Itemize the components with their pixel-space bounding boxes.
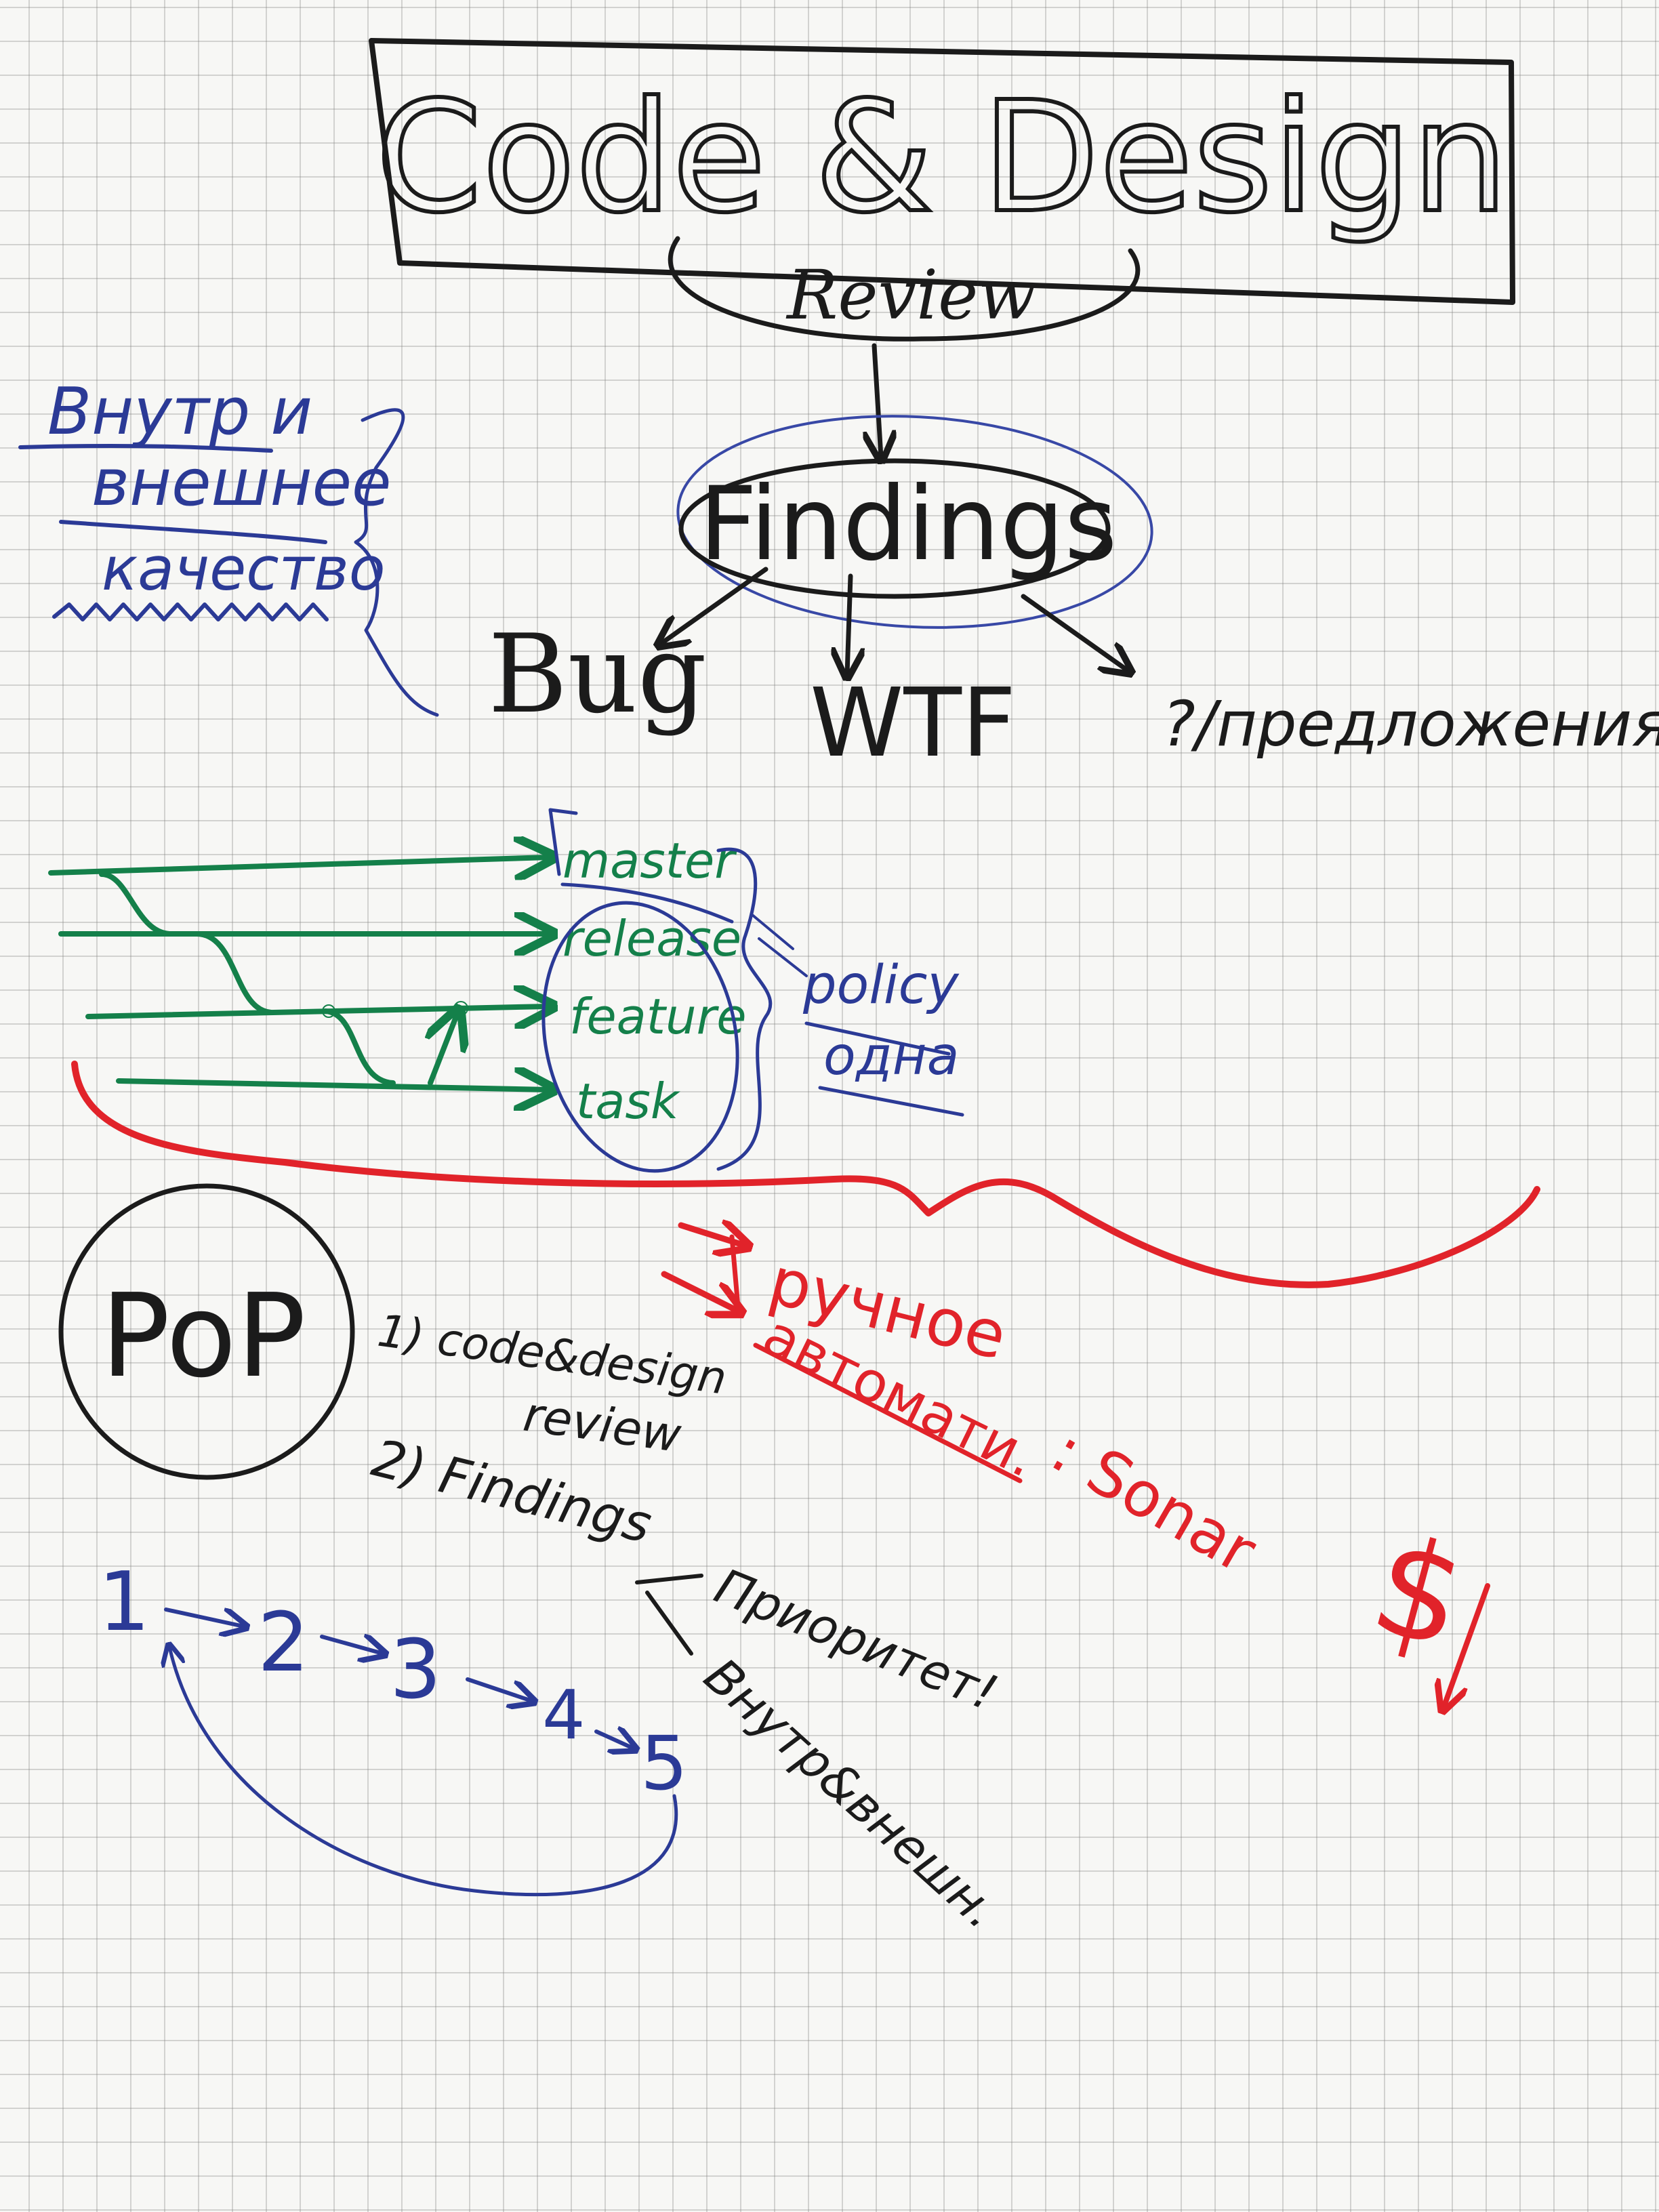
category-bug: Bug <box>488 611 707 737</box>
policy-connector <box>751 914 808 977</box>
side-note-line-2: внешнее <box>91 446 391 520</box>
arrow-to-proposals <box>1021 594 1128 671</box>
policy-note: policy одна <box>802 955 960 1087</box>
branch-merge-dot-2 <box>322 1004 335 1018</box>
arrow-to-wtf <box>847 573 851 674</box>
category-proposals: ?/предложения <box>1162 688 1659 760</box>
arrow-auto <box>661 1271 739 1311</box>
auto-underline <box>753 1343 1023 1483</box>
master-underline <box>560 882 734 924</box>
branch-connector-2 <box>194 931 274 1015</box>
arrow-review-to-findings <box>874 343 881 457</box>
side-note-quality: Внутр и внешнее качество <box>47 375 391 604</box>
branch-merge-dot <box>453 1001 468 1016</box>
side-note-line-3: качество <box>102 534 386 604</box>
title-box <box>369 38 1515 305</box>
policy-underline-1 <box>804 1021 951 1056</box>
sequence-step-2: 2 <box>258 1596 309 1690</box>
pop-sub-connector-2 <box>645 1591 693 1656</box>
category-wtf: WTF <box>810 668 1016 779</box>
branch-line-task <box>116 1081 549 1090</box>
sequence-arrow-2-3 <box>320 1637 383 1654</box>
sequence-loop-arrow <box>169 1647 678 1897</box>
branch-connector-3 <box>323 1008 396 1086</box>
sonar-text: : Sonar <box>1040 1414 1268 1587</box>
pop-item-1-line-2: review <box>520 1387 685 1464</box>
review-text: Review <box>785 255 1036 335</box>
branch-labels: master release feature task <box>562 832 747 1130</box>
branch-merge-arrow <box>430 1013 457 1086</box>
findings-ellipse-blue <box>676 415 1153 629</box>
branches-brace <box>716 847 773 1171</box>
side-note-underline-1 <box>18 443 273 453</box>
side-note-brace <box>354 408 439 717</box>
branches-ellipse <box>541 901 739 1173</box>
sequence-step-5: 5 <box>640 1720 688 1807</box>
policy-line-2: одна <box>823 1026 959 1087</box>
side-note-line-1: Внутр и <box>47 375 312 449</box>
branch-label-release: release <box>562 910 741 967</box>
side-note-underline-2 <box>59 520 327 544</box>
review-bubble <box>668 236 1141 342</box>
branch-line-feature <box>85 1006 549 1017</box>
sequence-step-3: 3 <box>390 1623 441 1717</box>
branch-label-feature: feature <box>569 988 747 1045</box>
pop-circle <box>58 1183 355 1480</box>
sequence-numbers: 1 2 3 4 5 <box>98 1555 688 1807</box>
arrow-to-bug <box>661 567 769 644</box>
pop-text: PoP <box>101 1269 306 1404</box>
arrow-manual <box>678 1225 745 1246</box>
sequence-arrow-3-4 <box>466 1677 532 1701</box>
sequence-arrow-4-5 <box>594 1732 634 1748</box>
pop-sub-connector-1 <box>635 1574 703 1584</box>
branch-connector-1 <box>99 872 172 937</box>
sequence-arrow-1-2 <box>164 1607 244 1626</box>
manual-auto-text: ручное автомати. : Sonar <box>753 1243 1268 1588</box>
money-down-arrow <box>1443 1583 1490 1708</box>
findings-ellipse <box>678 458 1111 599</box>
findings-text: Findings <box>699 466 1117 583</box>
sequence-step-4: 4 <box>542 1675 586 1755</box>
branch-line-master <box>48 857 549 873</box>
policy-underline-2 <box>818 1086 964 1117</box>
master-bracket <box>548 808 578 876</box>
branch-label-task: task <box>576 1073 681 1130</box>
title-text: Code & Design <box>375 69 1508 247</box>
auto-vertical-tick <box>729 1234 741 1317</box>
sequence-arrows <box>164 1607 634 1748</box>
sequence-step-1: 1 <box>98 1555 150 1650</box>
policy-line-1: policy <box>802 955 960 1016</box>
branch-lines <box>48 857 549 1090</box>
red-separator <box>71 1061 1540 1288</box>
side-note-scribble <box>52 602 329 621</box>
branch-label-master: master <box>562 832 737 889</box>
